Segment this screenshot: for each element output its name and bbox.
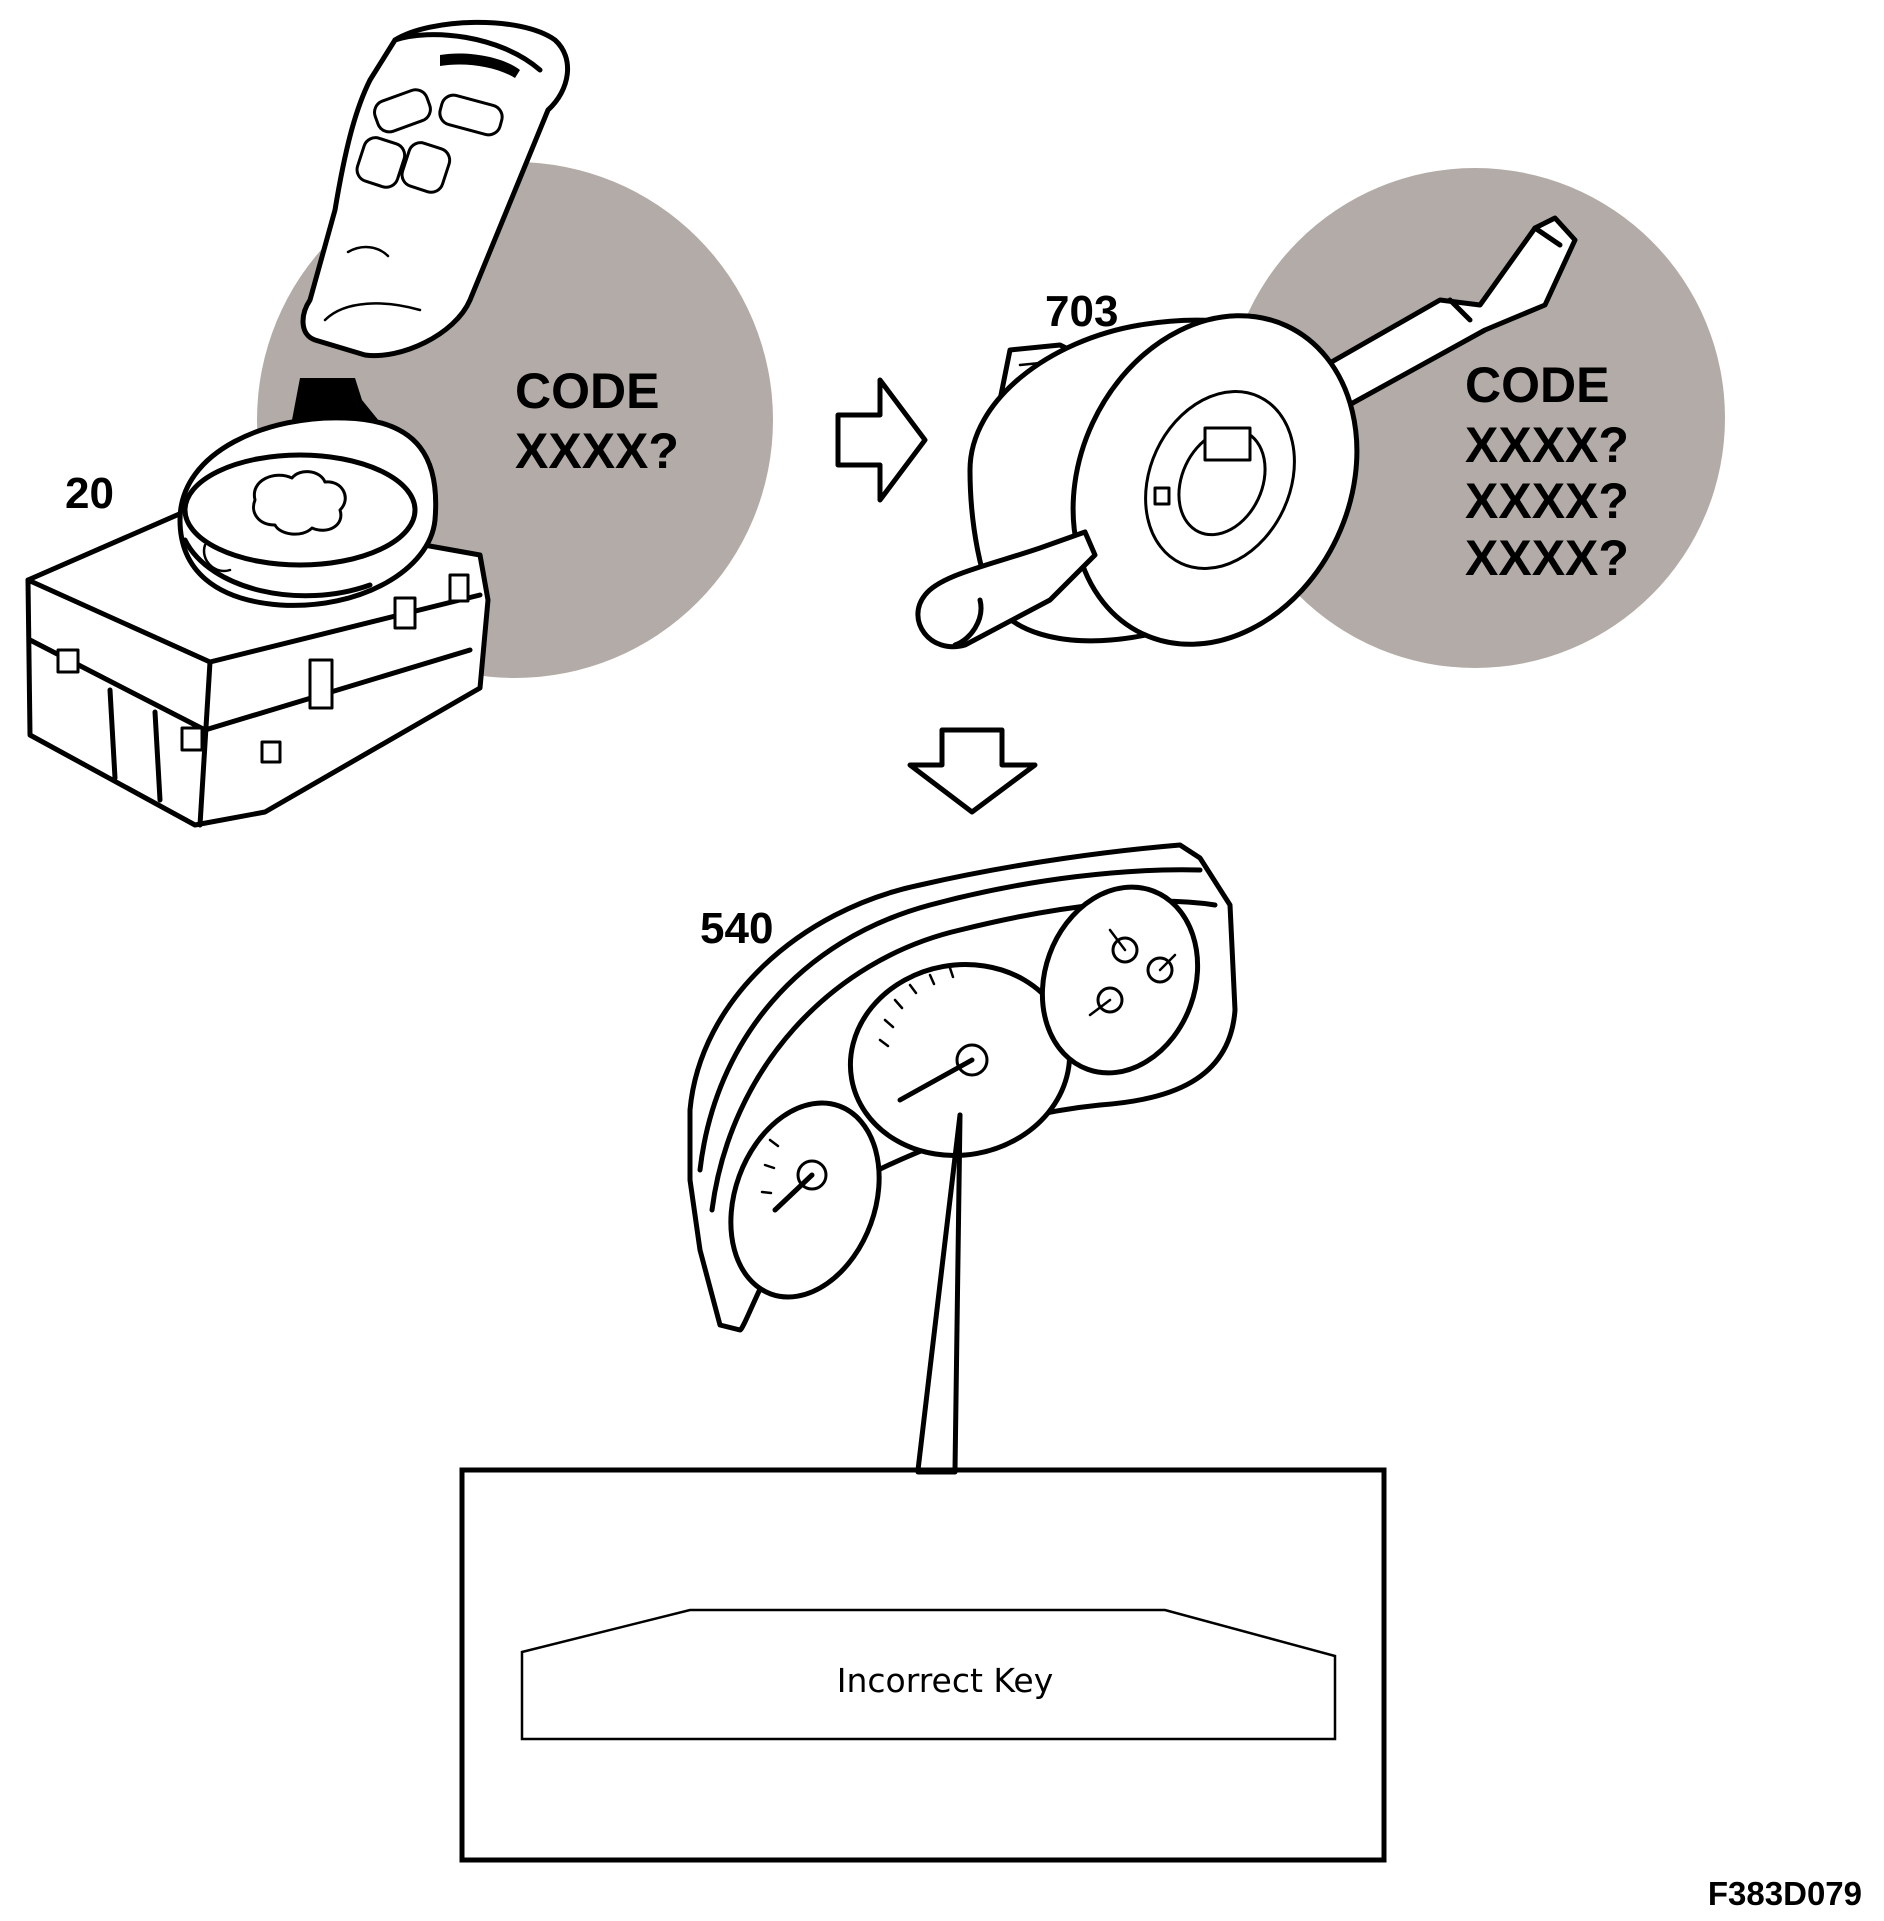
display-screen [520, 1608, 1337, 1741]
instrument-cluster [687, 842, 1238, 1333]
label-instrument-cluster: 540 [700, 904, 773, 953]
bubble-right-line4: XXXX? [1465, 530, 1629, 586]
flow-arrow-right-icon [835, 377, 928, 503]
code-bubble-right [1225, 168, 1725, 668]
steering-switch [915, 215, 1578, 650]
flow-arrow-down-icon [907, 727, 1038, 815]
callout-line-left [915, 1112, 963, 1473]
display-message: Incorrect Key [837, 1661, 1054, 1700]
figure-code: F383D079 [1708, 1875, 1862, 1912]
bubble-left-line1: CODE [515, 363, 659, 419]
label-steering-switch: 703 [1045, 287, 1118, 336]
label-ignition-module: 20 [65, 469, 114, 518]
bubble-left-line2: XXXX? [515, 423, 679, 479]
ignition-module [25, 415, 491, 828]
bubble-right-line3: XXXX? [1465, 473, 1629, 529]
bubble-right-line2: XXXX? [1465, 417, 1629, 473]
key-fob-icon [300, 19, 571, 359]
bubble-right-line1: CODE [1465, 357, 1609, 413]
callout-line-right [952, 1112, 963, 1473]
